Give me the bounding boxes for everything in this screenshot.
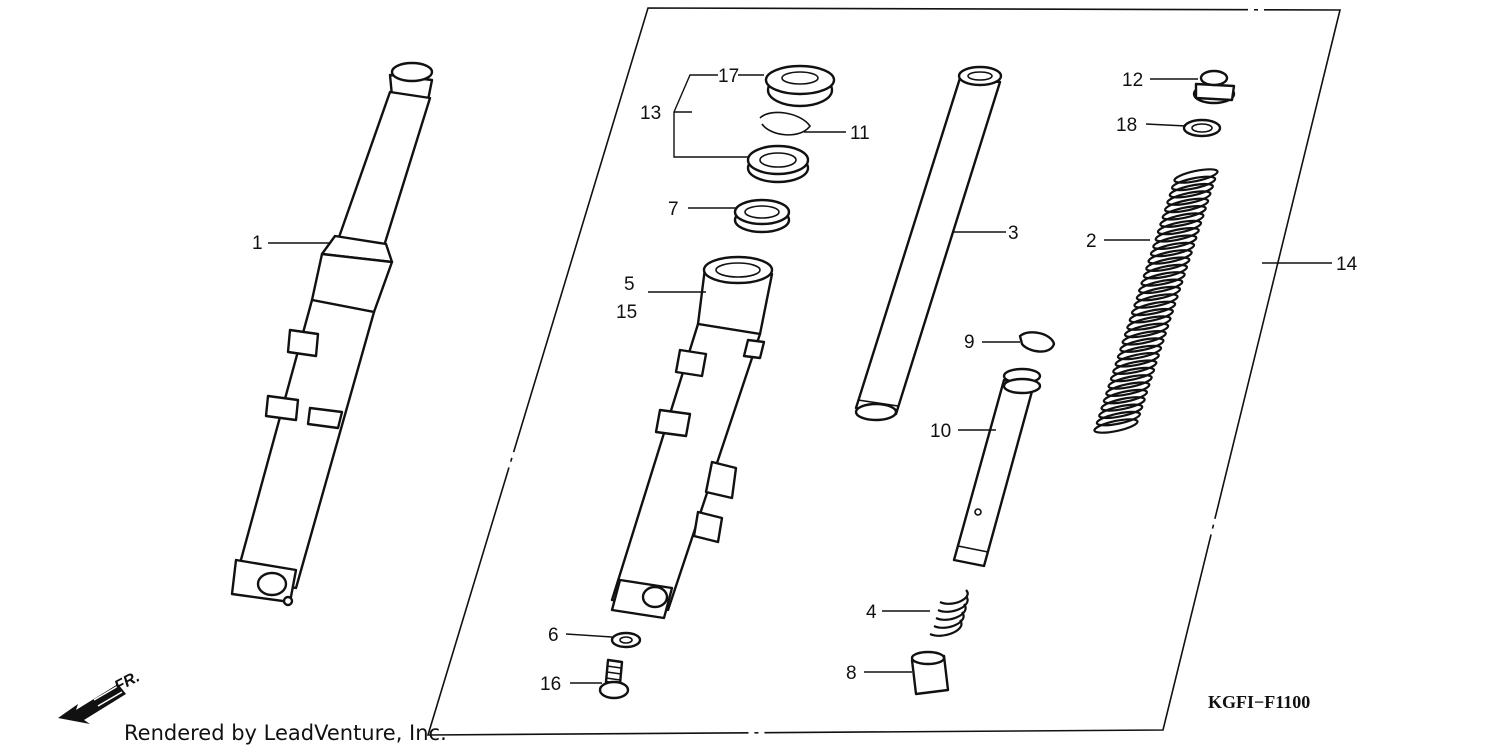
spring-coil <box>1173 168 1219 184</box>
socket-bolt-part <box>598 658 630 700</box>
callout-16: 16 <box>540 674 561 695</box>
fork-leg-assembly <box>230 61 434 607</box>
rebound-spring-part <box>929 589 969 637</box>
fork-pipe-part <box>854 65 1003 422</box>
spring-coil <box>1147 249 1193 265</box>
spring-coil <box>1128 307 1174 324</box>
front-direction-arrow-icon <box>58 684 126 724</box>
oil-seal-part <box>746 144 810 184</box>
spring-coil <box>1102 388 1149 405</box>
spring-coil <box>1123 322 1170 339</box>
spring-coil <box>1126 315 1172 331</box>
leader-lines <box>268 74 1332 684</box>
spring-coil <box>1166 190 1212 206</box>
callout-18: 18 <box>1116 115 1137 136</box>
render-credit: Rendered by LeadVenture, Inc. <box>124 721 447 745</box>
spring-coil <box>1114 352 1160 368</box>
spring-coil <box>1163 197 1210 214</box>
callout-4: 4 <box>866 602 877 623</box>
callout-5: 5 <box>624 274 635 295</box>
callout-12: 12 <box>1122 70 1143 91</box>
callout-17: 17 <box>718 66 739 87</box>
washer-part <box>610 631 642 649</box>
callout-14: 14 <box>1336 254 1358 275</box>
spring-coil <box>1098 403 1144 420</box>
spring-coil <box>1149 241 1196 258</box>
fork-spring-part <box>1093 168 1219 434</box>
callout-15: 15 <box>616 302 637 323</box>
spring-coil <box>1116 344 1163 361</box>
spring-coil <box>1133 293 1179 309</box>
fork-piston-part <box>952 367 1042 568</box>
spring-coil <box>1170 175 1217 192</box>
spring-coil <box>1159 212 1205 228</box>
fork-bottom-case-part <box>610 255 774 620</box>
callout-8: 8 <box>846 663 857 684</box>
dust-seal-part <box>764 64 836 108</box>
stopper-ring-part <box>759 111 811 136</box>
o-ring-part <box>1182 118 1222 138</box>
spring-coil <box>1107 374 1153 390</box>
spring-coil <box>1100 396 1146 412</box>
oil-lock-piece-part <box>910 650 950 696</box>
fork-bolt-part <box>1192 69 1236 105</box>
spring-coil <box>1145 256 1191 272</box>
callout-3: 3 <box>1008 223 1019 244</box>
spring-coil <box>1138 278 1184 295</box>
spring-coil <box>1156 219 1203 236</box>
spring-coil <box>1093 418 1139 434</box>
spring-coil <box>1095 410 1142 427</box>
spring-coil <box>1112 359 1158 375</box>
spring-coil <box>1105 381 1151 397</box>
callout-10: 10 <box>930 421 951 442</box>
spring-coil <box>1161 205 1207 221</box>
spring-coil <box>1121 330 1167 346</box>
piston-ring-part <box>1018 331 1056 353</box>
callout-2: 2 <box>1086 231 1097 252</box>
spring-coil <box>1168 182 1214 199</box>
spring-coil <box>1135 285 1182 302</box>
assembly-frame <box>426 7 1342 736</box>
slide-bushing-part <box>733 198 791 234</box>
callout-7: 7 <box>668 199 679 220</box>
callout-6: 6 <box>548 625 559 646</box>
spring-coil <box>1119 337 1165 353</box>
spring-coil <box>1152 234 1198 250</box>
spring-coil <box>1130 300 1177 317</box>
spring-coil <box>1142 263 1189 280</box>
spring-coil <box>1140 271 1186 287</box>
callout-9: 9 <box>964 332 975 353</box>
diagram-code: KGFI−F1100 <box>1208 692 1310 712</box>
spring-coil <box>1154 227 1200 243</box>
spring-coil <box>1109 366 1156 383</box>
callout-13: 13 <box>640 103 661 124</box>
callout-1: 1 <box>252 233 263 254</box>
callout-11: 11 <box>850 123 870 144</box>
